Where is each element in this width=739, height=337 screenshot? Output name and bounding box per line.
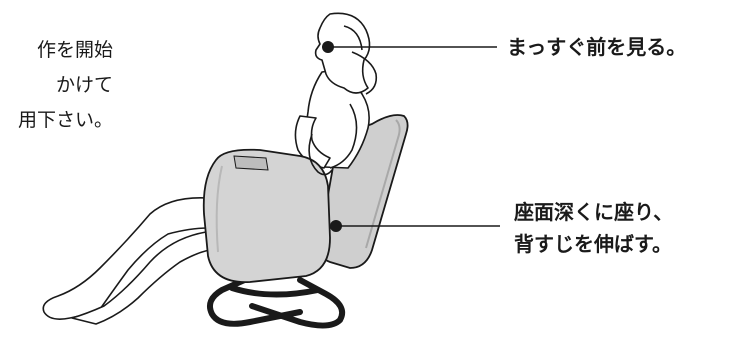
left-text-line-3: 用下さい。	[17, 109, 113, 131]
legs	[42, 197, 211, 325]
left-text-line-2: かけて	[55, 74, 113, 96]
chair-base	[207, 271, 346, 329]
head	[314, 12, 378, 95]
seat-annotation-line-1: 座面深くに座り、	[514, 200, 674, 224]
arm	[308, 133, 333, 176]
head-annotation: まっすぐ前を見る。	[507, 35, 687, 59]
chair-seat	[202, 148, 331, 283]
seat-annotation-line-2: 背すじを伸ばす。	[514, 232, 672, 256]
left-text-line-1: 作を開始	[36, 39, 113, 61]
